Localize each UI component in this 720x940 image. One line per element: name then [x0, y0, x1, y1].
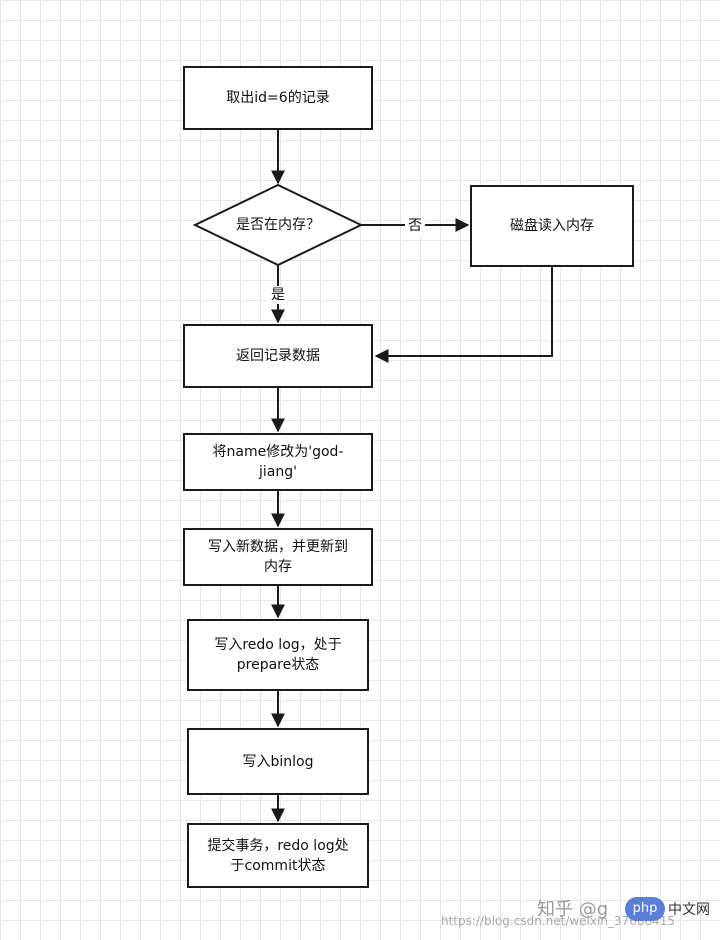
watermark-brand: 知乎 @g — [537, 899, 609, 920]
node-write-new-data-line2: 内存 — [264, 559, 292, 575]
watermark-php-badge: php — [625, 897, 665, 921]
node-commit-line2: 于commit状态 — [230, 857, 326, 874]
node-write-new-data: 写入新数据，并更新到 内存 — [183, 528, 373, 586]
node-commit: 提交事务，redo log处 于commit状态 — [187, 823, 369, 888]
edge-label-yes: 是 — [268, 286, 288, 304]
watermark-site: 中文网 — [668, 902, 710, 918]
watermark-url: https://blog.csdn.net/weixin_37686415 — [441, 914, 676, 928]
node-write-redo-log-line2: prepare状态 — [236, 657, 320, 673]
node-commit-line1: 提交事务，redo log处 — [207, 837, 349, 854]
node-write-binlog: 写入binlog — [187, 728, 369, 795]
node-disk-read-text: 磁盘读入内存 — [510, 218, 594, 234]
node-write-new-data-line1: 写入新数据，并更新到 — [208, 539, 348, 555]
edge-label-no: 否 — [405, 217, 425, 235]
node-modify-name-line2: jiang' — [259, 464, 297, 480]
node-in-memory-question-text: 是否在内存？ — [236, 217, 320, 233]
node-write-binlog-text: 写入binlog — [242, 753, 314, 770]
node-return-record: 返回记录数据 — [183, 324, 373, 388]
node-write-redo-log: 写入redo log，处于 prepare状态 — [187, 619, 369, 691]
node-modify-name: 将name修改为'god- jiang' — [183, 433, 373, 491]
node-write-redo-log-line1: 写入redo log，处于 — [214, 637, 342, 653]
edge-disk-to-return — [374, 267, 553, 363]
node-disk-read: 磁盘读入内存 — [470, 185, 634, 267]
node-fetch-record-text: 取出id=6的记录 — [226, 90, 330, 106]
node-fetch-record: 取出id=6的记录 — [183, 66, 373, 130]
node-in-memory-question: 是否在内存？ — [205, 215, 351, 235]
node-modify-name-line1: 将name修改为'god- — [212, 444, 344, 460]
node-return-record-text: 返回记录数据 — [236, 348, 320, 364]
